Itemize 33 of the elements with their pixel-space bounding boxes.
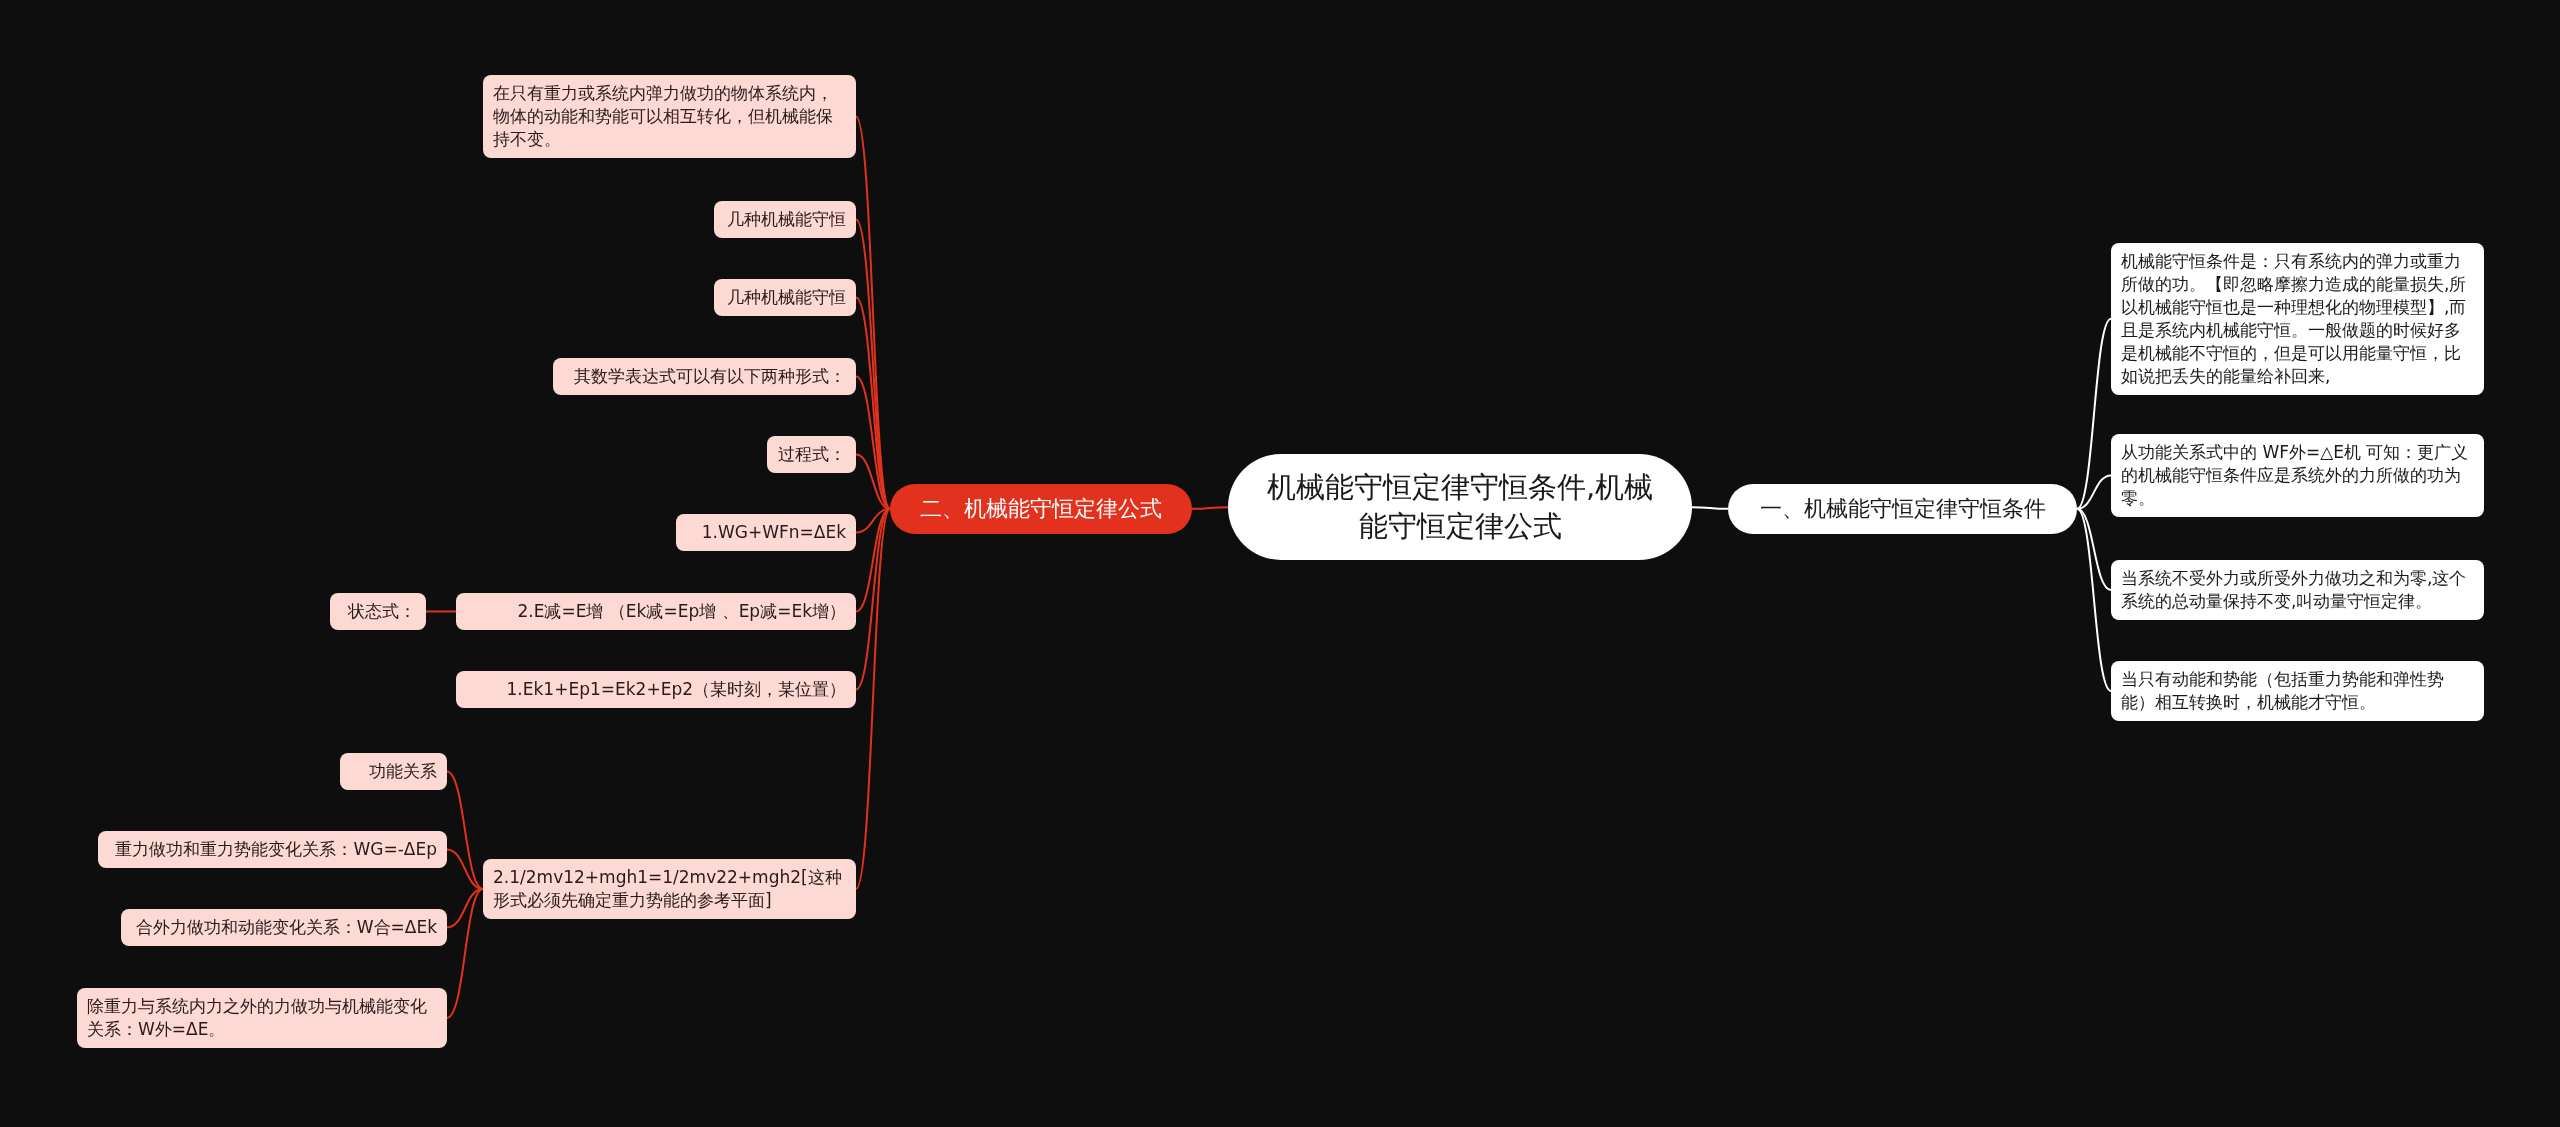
leaf-topic: 2.1/2mv12+mgh1=1/2mv22+mgh2[这种形式必须先确定重力势能的参考平面] (483, 859, 856, 919)
connector-line (2076, 507, 2112, 591)
leaf-topic: 2.E减=E增 （Ek减=Ep增 、Ep减=Ek增） (456, 593, 856, 630)
leaf-topic: 在只有重力或系统内弹力做功的物体系统内，物体的动能和势能可以相互转化，但机械能保持不变。 (483, 75, 856, 158)
leaf-topic: 当只有动能和势能（包括重力势能和弹性势能）相互转换时，机械能才守恒。 (2111, 661, 2484, 721)
leaf-topic: 功能关系 (340, 753, 447, 790)
connector-line (2076, 317, 2112, 510)
connector-line (425, 610, 457, 613)
connector-line (855, 507, 891, 890)
connector-line (446, 770, 484, 890)
leaf-topic: 几种机械能守恒 (714, 279, 856, 316)
leaf-topic: 状态式： (330, 593, 426, 630)
root-topic: 机械能守恒定律守恒条件,机械能守恒定律公式 (1228, 454, 1692, 561)
leaf-topic: 重力做功和重力势能变化关系：WG=-ΔEp (98, 831, 447, 868)
connector-line (1191, 506, 1229, 510)
leaf-topic: 过程式： (767, 436, 856, 473)
leaf-topic: 几种机械能守恒 (714, 201, 856, 238)
connector-line (855, 507, 891, 691)
leaf-topic: 从功能关系式中的 WF外=△E机 可知：更广义的机械能守恒条件应是系统外的力所做的功为零。 (2111, 434, 2484, 517)
leaf-topic: 其数学表达式可以有以下两种形式： (553, 358, 856, 395)
leaf-topic: 1.Ek1+Ep1=Ek2+Ep2（某时刻，某位置） (456, 671, 856, 708)
branch-topic: 二、机械能守恒定律公式 (890, 484, 1192, 534)
connector-line (446, 887, 484, 929)
branch-topic: 一、机械能守恒定律守恒条件 (1728, 484, 2077, 534)
connector-line (2076, 507, 2112, 692)
leaf-topic: 合外力做功和动能变化关系：W合=ΔEk (121, 909, 447, 946)
connector-line (1691, 506, 1729, 510)
leaf-topic: 当系统不受外力或所受外力做功之和为零,这个系统的总动量保持不变,叫动量守恒定律。 (2111, 560, 2484, 620)
leaf-topic: 机械能守恒条件是：只有系统内的弹力或重力所做的功。【即忽略摩擦力造成的能量损失,所以机械能守恒也是一种理想化的物理模型】,而且是系统内机械能守恒。一般做题的时候好多是机械能不守恒的，但是可以用能量守恒，比如说把丢失的能量给补回来, (2111, 243, 2484, 395)
leaf-topic: 除重力与系统内力之外的力做功与机械能变化关系：W外=ΔE。 (77, 988, 447, 1048)
connector-line (446, 887, 484, 1019)
leaf-topic: 1.WG+WFn=ΔEk (676, 514, 856, 551)
connector-line (855, 115, 891, 510)
